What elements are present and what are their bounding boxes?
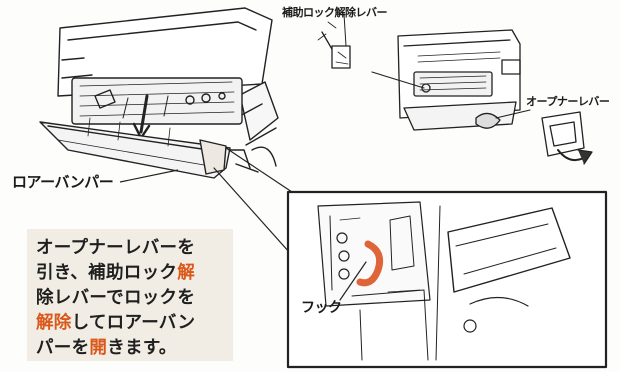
hook-label: フック (301, 300, 342, 316)
instruction-highlight: 解 (177, 263, 195, 283)
instruction-segment: してロアーバン (71, 313, 196, 333)
instruction-segment: オープナーレバーを (36, 238, 196, 258)
instruction-box: オープナーレバーを引き、補助ロック解除レバーでロックを解除してロアーバンパーを開… (27, 229, 233, 361)
instruction-segment: 引き、補助ロック (36, 263, 178, 283)
hook-marker (356, 240, 384, 287)
instruction-segment: パーを (36, 338, 90, 358)
instruction-highlight: 開 (89, 338, 108, 358)
instruction-segment: 除レバーでロックを (36, 288, 196, 308)
opener-lever-label: オープナーレバー (526, 95, 610, 108)
lower-bumper-label: ロアーバンパー (12, 173, 114, 191)
hook-detail-inset (213, 147, 608, 369)
assist-lock-release-lever-label: 補助ロック解除レバー (282, 6, 388, 19)
car-front-drawing (39, 7, 279, 179)
instruction-segment: きます。 (107, 338, 177, 358)
instruction-text: オープナーレバーを引き、補助ロック解除レバーでロックを解除してロアーバンパーを開… (36, 236, 229, 361)
opener-lever-drawing (317, 13, 593, 165)
instruction-highlight: 解除 (36, 313, 72, 333)
